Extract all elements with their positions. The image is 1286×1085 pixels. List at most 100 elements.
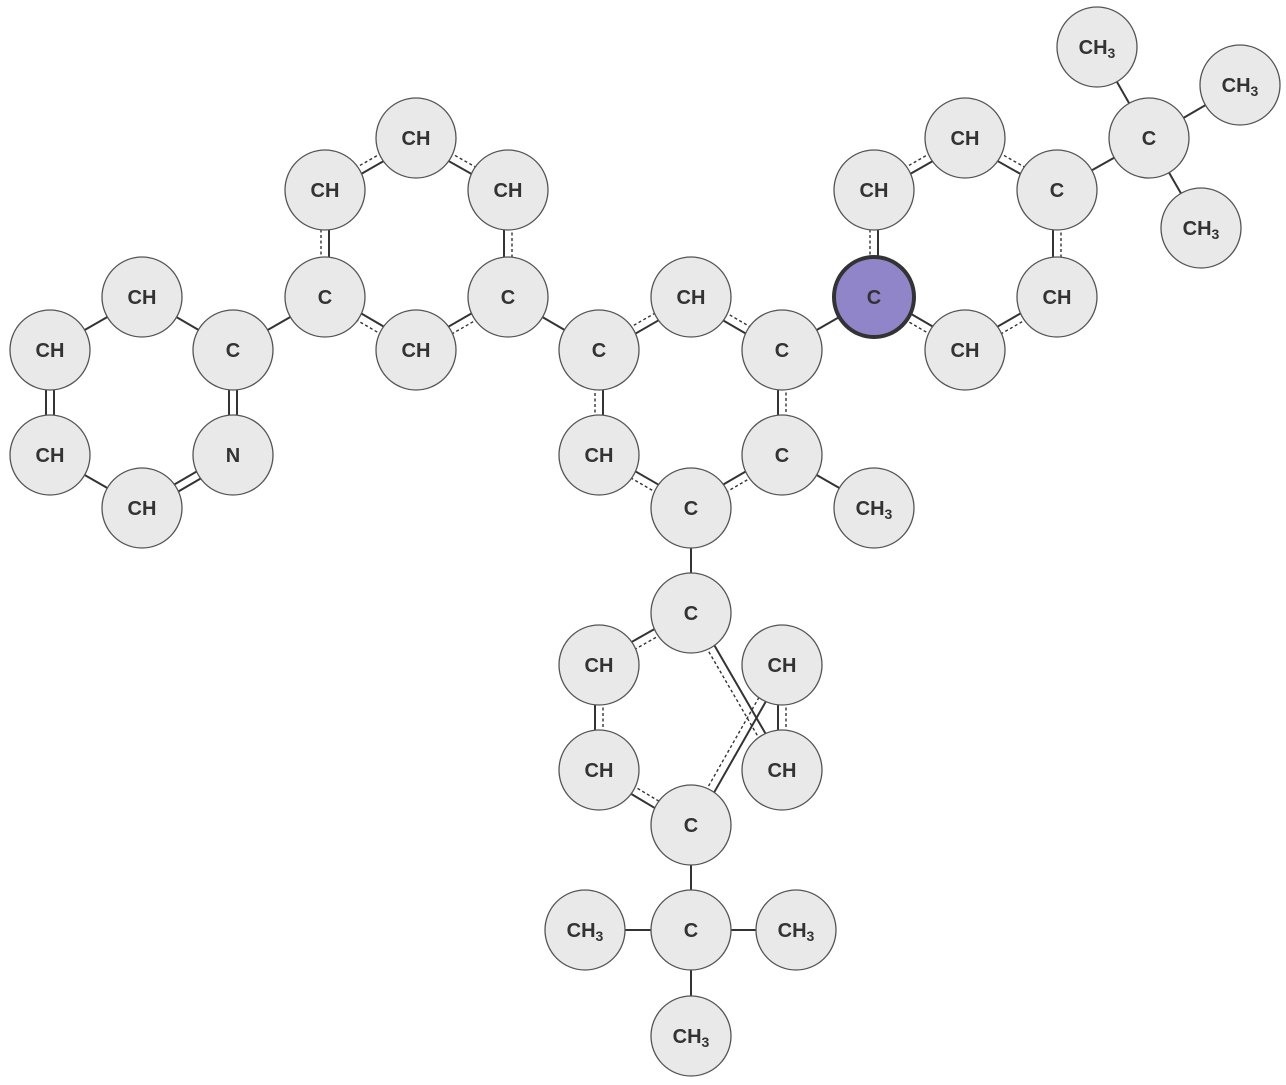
atom-label: CH <box>36 445 65 467</box>
atom-circle[interactable] <box>467 256 549 338</box>
atom-21[interactable]: CH <box>924 97 1006 179</box>
atom-circle[interactable] <box>1160 187 1242 269</box>
atom-label-subscript: 3 <box>885 506 893 522</box>
atom-circle[interactable] <box>101 256 183 338</box>
atom-circle[interactable] <box>741 414 823 496</box>
atom-7[interactable]: CH <box>284 149 366 231</box>
atom-circle[interactable] <box>1108 97 1190 179</box>
atom-18[interactable]: CH3 <box>833 467 915 549</box>
atom-14[interactable]: C <box>741 309 823 391</box>
atom-37[interactable]: CH3 <box>755 889 837 971</box>
atom-22[interactable]: C <box>1016 149 1098 231</box>
atom-label-subscript: 3 <box>596 928 604 944</box>
atom-circle[interactable] <box>558 309 640 391</box>
atom-circle[interactable] <box>558 414 640 496</box>
atom-circle[interactable] <box>284 256 366 338</box>
atom-29[interactable]: C <box>650 572 732 654</box>
atom-circle[interactable] <box>101 467 183 549</box>
atom-6[interactable]: C <box>284 256 366 338</box>
atom-2[interactable]: CH <box>9 414 91 496</box>
atom-circle[interactable] <box>375 309 457 391</box>
atom-circle[interactable] <box>924 309 1006 391</box>
atom-label: C <box>592 340 606 362</box>
atom-9[interactable]: CH <box>467 149 549 231</box>
atom-circle[interactable] <box>9 414 91 496</box>
atom-label: CH <box>585 760 614 782</box>
atom-24[interactable]: CH <box>924 309 1006 391</box>
atom-circle[interactable] <box>558 624 640 706</box>
atom-circle[interactable] <box>650 889 732 971</box>
atom-30[interactable]: CH <box>558 624 640 706</box>
atom-16[interactable]: C <box>650 467 732 549</box>
atom-8[interactable]: CH <box>375 97 457 179</box>
atom-circle[interactable] <box>192 414 274 496</box>
atom-circle[interactable] <box>9 309 91 391</box>
atom-label-subscript: 3 <box>702 1034 710 1050</box>
atom-label: C <box>775 340 789 362</box>
atom-label: C <box>684 498 698 520</box>
atom-circle[interactable] <box>741 309 823 391</box>
atom-0[interactable]: CH <box>101 256 183 338</box>
atom-circle[interactable] <box>375 97 457 179</box>
atom-label: C <box>1050 180 1064 202</box>
atom-circle[interactable] <box>1016 149 1098 231</box>
atom-33[interactable]: CH <box>741 729 823 811</box>
atom-circle[interactable] <box>833 467 915 549</box>
atom-circle[interactable] <box>650 572 732 654</box>
atom-label: CH <box>1043 287 1072 309</box>
atom-circle[interactable] <box>558 729 640 811</box>
atom-13[interactable]: CH <box>650 256 732 338</box>
atom-35[interactable]: C <box>650 889 732 971</box>
atom-31[interactable]: CH <box>558 729 640 811</box>
atom-10[interactable]: C <box>467 256 549 338</box>
atom-circle[interactable] <box>924 97 1006 179</box>
atom-circle[interactable] <box>650 784 732 866</box>
atom-circle[interactable] <box>650 256 732 338</box>
atom-27[interactable]: CH3 <box>1199 44 1281 126</box>
atom-circle[interactable] <box>650 467 732 549</box>
atom-20[interactable]: CH <box>833 149 915 231</box>
atom-label-subscript: 3 <box>807 928 815 944</box>
atom-3[interactable]: CH <box>101 467 183 549</box>
atom-circle[interactable] <box>192 309 274 391</box>
atom-circle[interactable] <box>741 729 823 811</box>
atom-circle[interactable] <box>1199 44 1281 126</box>
atom-5[interactable]: C <box>192 309 274 391</box>
atom-label: CH <box>677 287 706 309</box>
atom-circle[interactable] <box>544 889 626 971</box>
atom-4[interactable]: N <box>192 414 274 496</box>
atom-circle[interactable] <box>650 995 732 1077</box>
atom-11[interactable]: CH <box>375 309 457 391</box>
atom-34[interactable]: C <box>650 784 732 866</box>
atom-23[interactable]: CH <box>1016 256 1098 338</box>
atom-label: CH <box>768 655 797 677</box>
atom-32[interactable]: CH <box>741 624 823 706</box>
atom-38[interactable]: CH3 <box>650 995 732 1077</box>
atom-19[interactable]: C <box>832 255 916 339</box>
atom-label: C <box>226 340 240 362</box>
atom-12[interactable]: C <box>558 309 640 391</box>
atom-label: CH <box>128 287 157 309</box>
atom-15[interactable]: C <box>741 414 823 496</box>
atom-circle[interactable] <box>741 624 823 706</box>
atom-circle[interactable] <box>467 149 549 231</box>
atom-circle[interactable] <box>284 149 366 231</box>
atom-25[interactable]: C <box>1108 97 1190 179</box>
atom-circle[interactable] <box>1056 6 1138 88</box>
atom-label: CH <box>311 180 340 202</box>
atom-label: CH <box>951 128 980 150</box>
atom-circle[interactable] <box>833 149 915 231</box>
atom-1[interactable]: CH <box>9 309 91 391</box>
atom-28[interactable]: CH3 <box>1160 187 1242 269</box>
atom-label: C <box>684 920 698 942</box>
atom-label-subscript: 3 <box>1108 45 1116 61</box>
atom-17[interactable]: CH <box>558 414 640 496</box>
atom-circle-selected[interactable] <box>832 255 916 339</box>
atom-36[interactable]: CH3 <box>544 889 626 971</box>
atom-circle[interactable] <box>755 889 837 971</box>
atom-circle[interactable] <box>1016 256 1098 338</box>
atom-26[interactable]: CH3 <box>1056 6 1138 88</box>
